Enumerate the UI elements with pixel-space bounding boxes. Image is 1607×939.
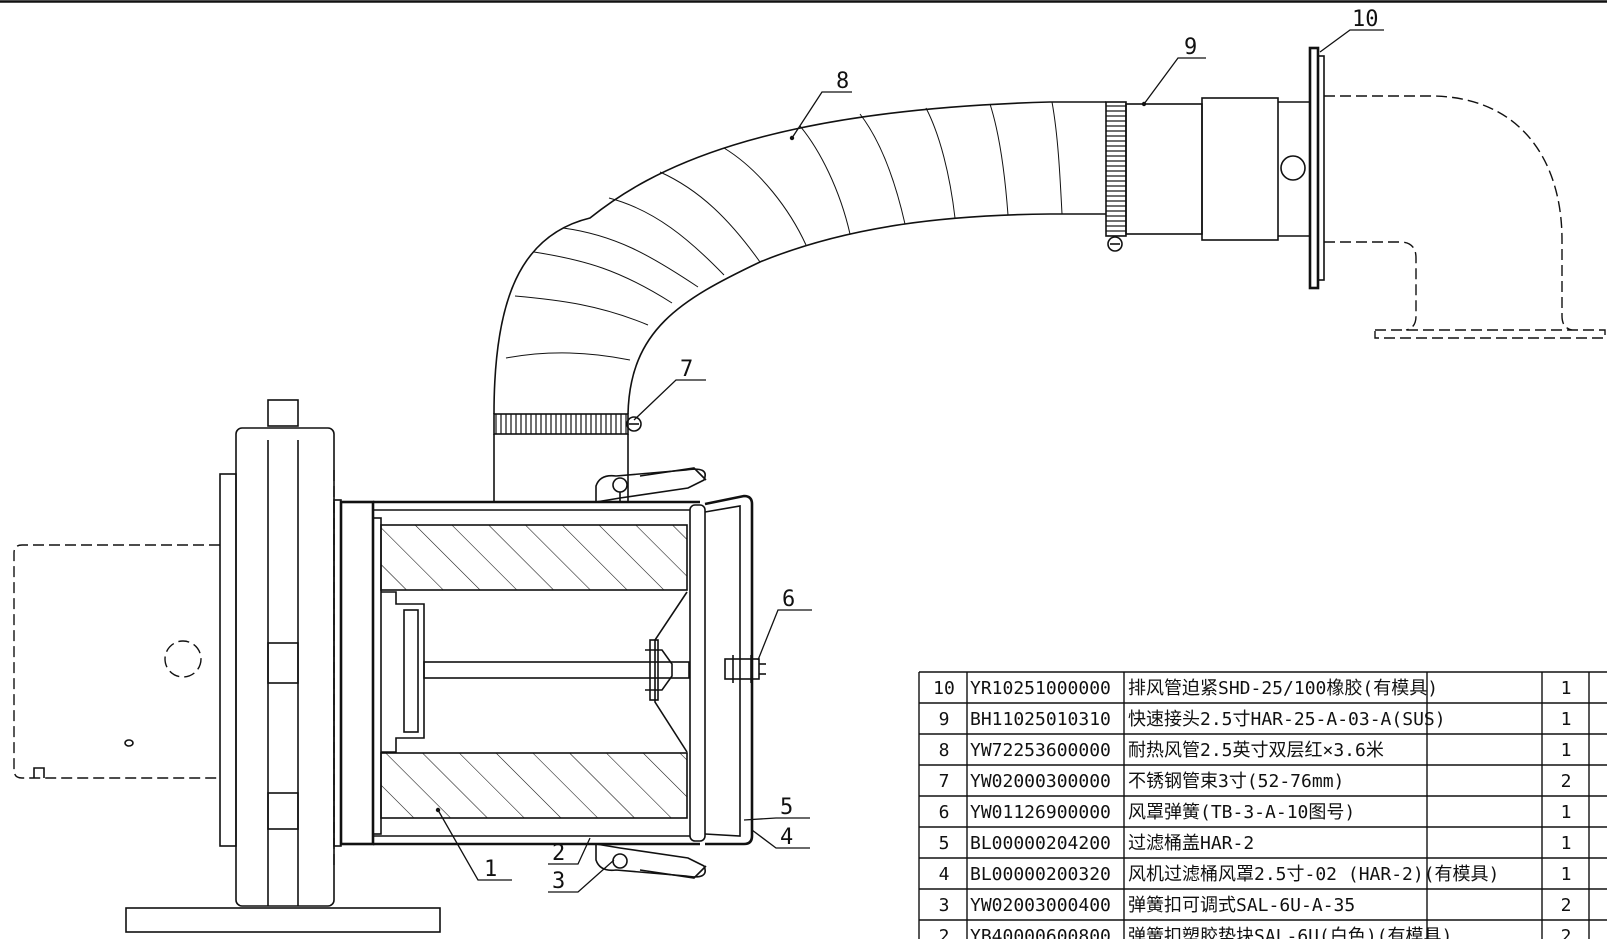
bom-cell-no: 7 <box>939 771 950 792</box>
bom-cell-no: 10 <box>933 678 955 699</box>
bom-cell-qty: 1 <box>1561 864 1572 885</box>
bom-cell-code: YW01126900000 <box>970 802 1111 823</box>
bom-cell-code: YW02003000400 <box>970 895 1111 916</box>
bom-cell-code: YB40000600800 <box>970 926 1111 939</box>
bom-cell-qty: 1 <box>1561 833 1572 854</box>
callout-7: 7 <box>680 357 693 382</box>
bom-cell-code: YW02000300000 <box>970 771 1111 792</box>
outlet-elbow <box>1324 95 1606 339</box>
bom-cell-desc: 耐热风管2.5英寸双层红×3.6米 <box>1128 740 1384 761</box>
bom-cell-desc: 风罩弹簧(TB-3-A-10图号) <box>1128 802 1355 823</box>
filter-media-bottom <box>380 752 688 819</box>
callout-1: 1 <box>484 857 497 882</box>
bom-cell-desc: 排风管迫紧SHD-25/100橡胶(有模具) <box>1128 678 1438 699</box>
callout-8: 8 <box>836 69 849 94</box>
bom-cell-desc: 过滤桶盖HAR-2 <box>1128 833 1254 854</box>
bom-cell-qty: 2 <box>1561 895 1572 916</box>
bom-cell-desc: 风机过滤桶风罩2.5寸-02 (HAR-2)(有模具) <box>1128 864 1499 885</box>
callout-4: 4 <box>780 825 793 850</box>
spring-latch-top <box>595 467 707 503</box>
quick-coupling <box>1125 46 1325 290</box>
filter-housing <box>339 494 766 846</box>
callout-10: 10 <box>1352 7 1379 32</box>
leader-lines <box>435 29 1384 893</box>
bom-cell-qty: 1 <box>1561 802 1572 823</box>
bom-cell-qty: 1 <box>1561 678 1572 699</box>
bom-cell-code: BL00000200320 <box>970 864 1111 885</box>
callout-5: 5 <box>780 795 793 820</box>
bom-cell-no: 2 <box>939 926 950 939</box>
hose-clamp-upper <box>1105 101 1127 252</box>
callout-3: 3 <box>552 869 565 894</box>
bom-cell-desc: 弹簧扣可调式SAL-6U-A-35 <box>1128 895 1355 916</box>
bom-cell-no: 6 <box>939 802 950 823</box>
outlet-pipe <box>493 413 642 502</box>
bom-cell-code: BH11025010310 <box>970 709 1111 730</box>
bom-cell-no: 9 <box>939 709 950 730</box>
bom-cell-no: 8 <box>939 740 950 761</box>
bom-cell-qty: 1 <box>1561 709 1572 730</box>
motor <box>13 399 441 933</box>
bom-cell-desc: 快速接头2.5寸HAR-25-A-03-A(SUS) <box>1128 709 1446 730</box>
callout-6: 6 <box>782 587 795 612</box>
flex-hose <box>493 101 1106 415</box>
bom-cell-qty: 1 <box>1561 740 1572 761</box>
bom-cell-code: BL00000204200 <box>970 833 1111 854</box>
bom-cell-code: YW72253600000 <box>970 740 1111 761</box>
callout-labels: 1 2 3 4 5 6 7 8 9 10 <box>484 7 1379 894</box>
bom-cell-no: 5 <box>939 833 950 854</box>
callout-2: 2 <box>552 841 565 866</box>
bom-cell-code: YR10251000000 <box>970 678 1111 699</box>
hose-clamp-lower <box>493 413 629 435</box>
bom-cell-no: 3 <box>939 895 950 916</box>
bom-cell-no: 4 <box>939 864 950 885</box>
bom-cell-qty: 2 <box>1561 926 1572 939</box>
bom-cell-desc: 不锈钢管束3寸(52-76mm) <box>1128 771 1344 792</box>
filter-media-top <box>380 524 688 591</box>
bom-cell-qty: 2 <box>1561 771 1572 792</box>
callout-9: 9 <box>1184 35 1197 60</box>
bom-cell-desc: 弹簧扣塑胶垫块SAL-6U(白色)(有模具) <box>1128 926 1452 939</box>
